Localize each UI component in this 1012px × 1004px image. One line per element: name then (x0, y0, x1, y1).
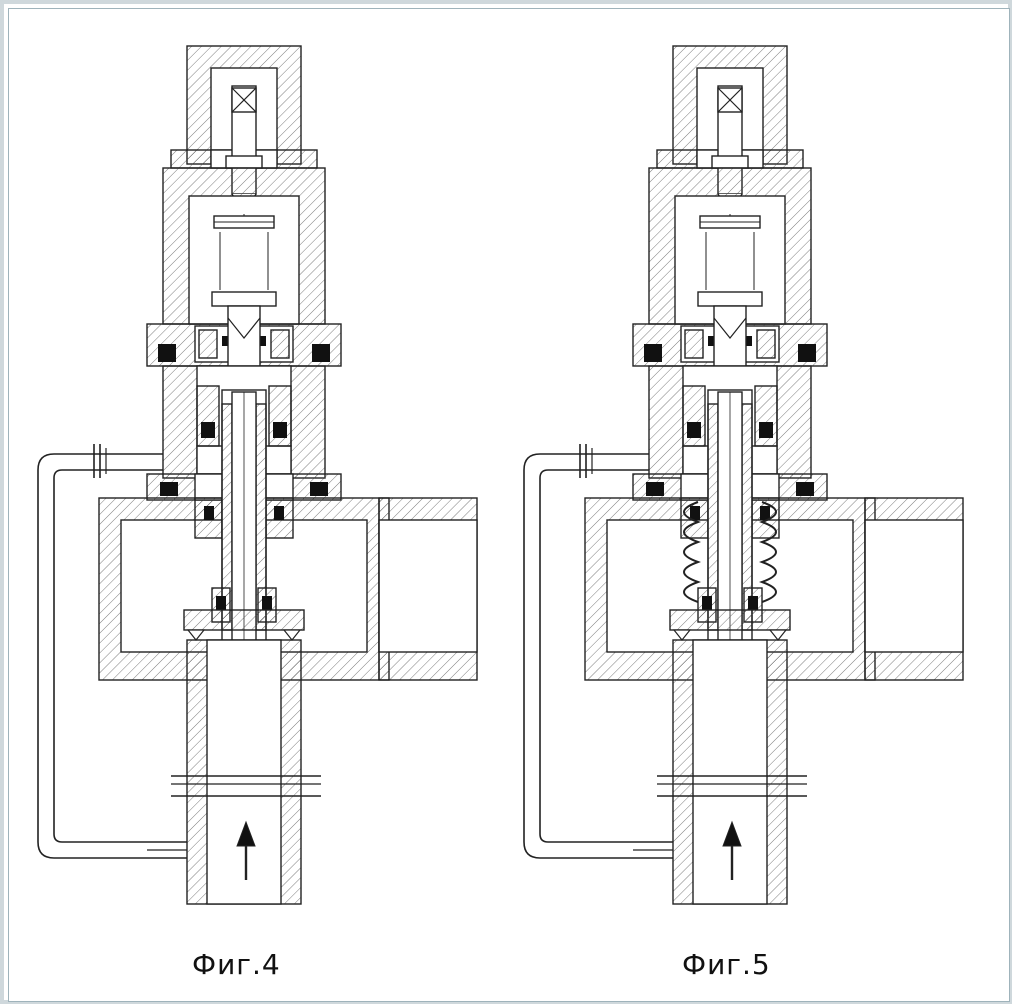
bore-insert-left (198, 329, 218, 359)
lock-nut (711, 155, 749, 169)
disc-seat-right (282, 629, 302, 641)
lower-flange-seal-right (310, 482, 328, 496)
bore-seal (258, 336, 266, 346)
disc-seal (748, 596, 758, 610)
inlet-bore (206, 639, 282, 905)
piston-seal-left (201, 422, 215, 438)
lower-flange-seal-left (160, 482, 178, 496)
disc-seat-right (768, 629, 788, 641)
bellows-left (683, 501, 701, 603)
piston-seal-right (759, 422, 773, 438)
guide-seal-right (760, 506, 770, 520)
inlet-bore (692, 639, 768, 905)
bore-seal (222, 336, 230, 346)
guide-seal-left (204, 506, 214, 520)
lower-spring-plate (211, 291, 277, 307)
outlet-channel (378, 519, 478, 653)
screw-head-mark (231, 87, 257, 113)
guide-seal-left (690, 506, 700, 520)
valve-disc (669, 609, 791, 631)
pilot-line-inner (53, 469, 187, 843)
flow-arrow-head (236, 820, 256, 847)
bore-insert-right (756, 329, 776, 359)
disc-seat-left (672, 629, 692, 641)
bore-insert-right (270, 329, 290, 359)
bellows-right (759, 501, 777, 603)
flow-arrow-head (722, 820, 742, 847)
piston-seal-left (687, 422, 701, 438)
screw-head-mark (717, 87, 743, 113)
flange-seal-left (644, 344, 662, 362)
lower-flange-seal-left (646, 482, 664, 496)
pilot-line-outer (523, 453, 673, 859)
outlet-channel (864, 519, 964, 653)
flange-seal-left (158, 344, 176, 362)
flange-seal-right (798, 344, 816, 362)
valve-disc (183, 609, 305, 631)
piston-seal-right (273, 422, 287, 438)
figure-4-valve-section (37, 45, 478, 905)
lock-nut (225, 155, 263, 169)
disc-seat-left (186, 629, 206, 641)
disc-seal (216, 596, 226, 610)
bore-insert-left (684, 329, 704, 359)
disc-seal (262, 596, 272, 610)
lower-spring-plate (697, 291, 763, 307)
pilot-cone (227, 317, 261, 339)
bore-seal (708, 336, 716, 346)
pilot-cone (713, 317, 747, 339)
bore-seal (744, 336, 752, 346)
figure-4-caption: Фиг.4 (192, 948, 281, 981)
figure-5-valve-section-bellows (523, 45, 964, 905)
figure-5-caption: Фиг.5 (682, 948, 771, 981)
guide-seal-right (274, 506, 284, 520)
pilot-line-outer (37, 453, 187, 859)
flange-seal-right (312, 344, 330, 362)
lower-flange-seal-right (796, 482, 814, 496)
disc-seal (702, 596, 712, 610)
pilot-line-inner (539, 469, 673, 843)
